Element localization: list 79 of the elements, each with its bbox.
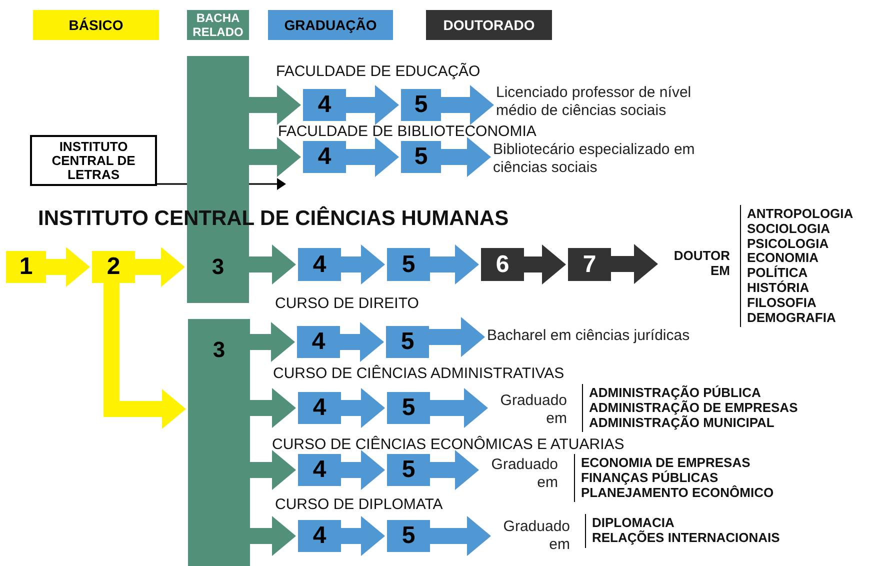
arrow	[46, 247, 90, 287]
section-label: CURSO DE CIÊNCIAS ADMINISTRATIVAS	[273, 364, 564, 384]
arrow	[441, 85, 494, 125]
number-box: 4	[298, 454, 341, 486]
number-box: 2	[92, 251, 135, 283]
field-name: FILOSOFIA	[747, 296, 818, 311]
outcome-text: Licenciado professor de nível médio de ciências sociais	[496, 84, 728, 122]
number-box: 7	[568, 248, 611, 281]
field-name: SOCIOLOGIA	[747, 222, 832, 237]
arrow	[430, 388, 488, 428]
arrow	[135, 247, 185, 287]
arrow	[249, 137, 301, 177]
arrow	[249, 244, 296, 284]
institute-box: INSTITUTO CENTRAL DE LETRAS	[30, 135, 157, 186]
number-box: 4	[303, 89, 346, 121]
number-box: 1	[6, 251, 46, 283]
number-box: 5	[387, 454, 430, 486]
field-name: FINANÇAS PÚBLICAS	[581, 470, 720, 485]
number-box: 6	[481, 248, 524, 281]
legend-label: BÁSICO	[68, 16, 124, 34]
legend-label: BACHA RELADO	[192, 11, 244, 39]
section-label: CURSO DE DIPLOMATA	[275, 495, 443, 515]
number-box: 4	[298, 392, 341, 424]
arrow	[341, 244, 385, 284]
arrow	[249, 85, 301, 125]
field-name: ECONOMIA	[747, 251, 820, 266]
outcome-text: Bacharel em ciências jurídicas	[487, 327, 727, 347]
arrow	[441, 137, 491, 177]
arrow	[429, 317, 485, 357]
outcome-text: Graduado em	[481, 456, 558, 494]
field-name: ADMINISTRAÇÃO MUNICIPAL	[589, 416, 776, 430]
arrow	[104, 283, 186, 429]
number-box: 5	[401, 141, 441, 173]
outcome-text: Bibliotecário especializado em ciências sociais	[493, 141, 733, 179]
stage-bar: 3	[188, 319, 250, 566]
section-label: CURSO DE DIREITO	[275, 294, 419, 314]
field-name: DEMOGRAFIA	[747, 310, 837, 326]
number-box: 5	[387, 248, 430, 281]
arrow	[346, 85, 399, 125]
legend-label: GRADUAÇÃO	[284, 16, 377, 35]
outcome-text: Graduado em	[490, 392, 567, 430]
field-name: RELAÇÕES INTERNACIONAIS	[592, 530, 780, 546]
arrow	[611, 244, 658, 284]
arrow	[250, 322, 295, 362]
field-name: PSICOLOGIA	[747, 236, 830, 252]
number-box: 4	[298, 248, 341, 281]
arrow	[430, 516, 491, 556]
field-name: ADMINISTRAÇÃO DE EMPRESAS	[589, 400, 798, 415]
outcome-text: DOUTOR EM	[660, 248, 730, 280]
number-box: 5	[386, 326, 429, 358]
field-name: ECONOMIA DE EMPRESAS	[581, 456, 752, 470]
section-label: FACULDADE DE EDUCAÇÃO	[276, 62, 480, 82]
legend-label: DOUTORADO	[443, 16, 535, 34]
arrow	[346, 137, 399, 177]
section-label: FACULDADE DE BIBLIOTECONOMIA	[278, 122, 536, 142]
outcome-text: Graduado em	[493, 518, 570, 556]
arrow	[341, 450, 385, 490]
field-name: POLÍTICA	[747, 266, 809, 280]
number-box: 4	[303, 141, 346, 173]
arrow	[341, 388, 385, 428]
number-box: 5	[401, 89, 441, 121]
field-name: ADMINISTRAÇÃO PÚBLICA	[589, 386, 762, 400]
arrow	[250, 516, 296, 556]
number-box: 4	[298, 520, 341, 552]
arrow	[250, 388, 296, 428]
arrow	[340, 322, 384, 362]
arrow	[430, 450, 479, 490]
number-box: 5	[387, 520, 430, 552]
arrow	[524, 244, 566, 284]
number-box: 5	[387, 392, 430, 424]
arrow	[430, 244, 479, 284]
field-name: DIPLOMACIA	[592, 516, 676, 530]
arrow	[341, 516, 385, 556]
section-label: CURSO DE CIÊNCIAS ECONÔMICAS E ATUARIAS	[272, 434, 624, 455]
number-box: 4	[297, 326, 340, 358]
field-name: PLANEJAMENTO ECONÔMICO	[581, 486, 774, 500]
arrow	[250, 450, 296, 490]
field-name: ANTROPOLOGIA	[747, 207, 854, 222]
field-name: HISTÓRIA	[747, 280, 810, 296]
